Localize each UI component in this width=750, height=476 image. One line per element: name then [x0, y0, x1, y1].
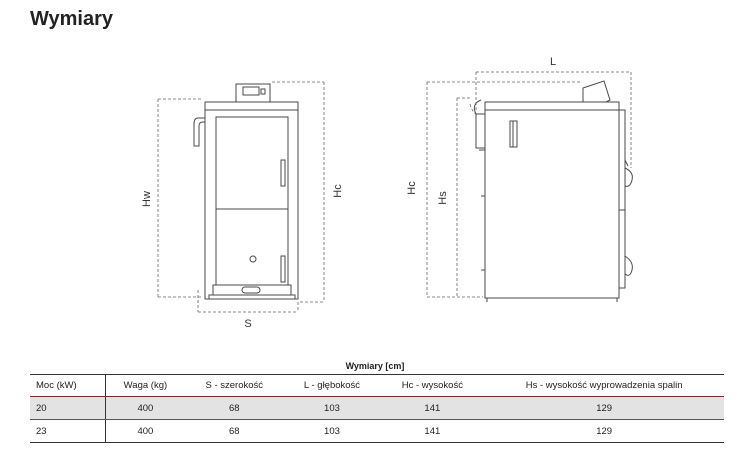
- cell-power: 23: [30, 419, 106, 443]
- dimensions-table: Moc (kW) Waga (kg) S - szerokość L - głę…: [30, 374, 724, 443]
- cell-power: 20: [30, 396, 106, 420]
- header-power: Moc (kW): [30, 374, 106, 397]
- header-width: S - szerokość: [184, 374, 284, 397]
- front-dimension-lines: [157, 81, 325, 313]
- boiler-side-view: [473, 80, 633, 302]
- cell-height: 141: [380, 419, 485, 443]
- cell-depth: 103: [283, 396, 381, 420]
- dim-label-hc-side: Hc: [406, 181, 418, 195]
- table-header-row: Moc (kW) Waga (kg) S - szerokość L - głę…: [30, 374, 724, 397]
- dim-label-s: S: [244, 318, 251, 330]
- page-title: Wymiary: [30, 8, 114, 30]
- dim-label-hs: Hs: [437, 191, 449, 205]
- header-depth: L - głębokość: [283, 374, 381, 397]
- dim-label-hw: Hw: [141, 191, 153, 207]
- cell-flue-height: 129: [484, 396, 724, 420]
- table-caption: Wymiary [cm]: [345, 361, 405, 371]
- cell-width: 68: [184, 419, 284, 443]
- cell-flue-height: 129: [484, 419, 724, 443]
- dim-label-l: L: [550, 56, 556, 68]
- side-dimension-lines: [426, 71, 632, 298]
- cell-weight: 400: [105, 396, 185, 420]
- header-weight: Waga (kg): [105, 374, 185, 397]
- cell-width: 68: [184, 396, 284, 420]
- table-row: 23 400 68 103 141 129: [30, 419, 724, 443]
- dim-label-hc-front: Hc: [332, 184, 344, 198]
- boiler-dimension-drawing: Hw Hc S: [141, 56, 633, 330]
- boiler-front-view: [193, 83, 299, 300]
- cell-weight: 400: [105, 419, 185, 443]
- header-height: Hc - wysokość: [380, 374, 485, 397]
- cell-height: 141: [380, 396, 485, 420]
- table-row: 20 400 68 103 141 129: [30, 396, 724, 420]
- cell-depth: 103: [283, 419, 381, 443]
- header-flue-height: Hs - wysokość wyprowadzenia spalin: [484, 374, 724, 397]
